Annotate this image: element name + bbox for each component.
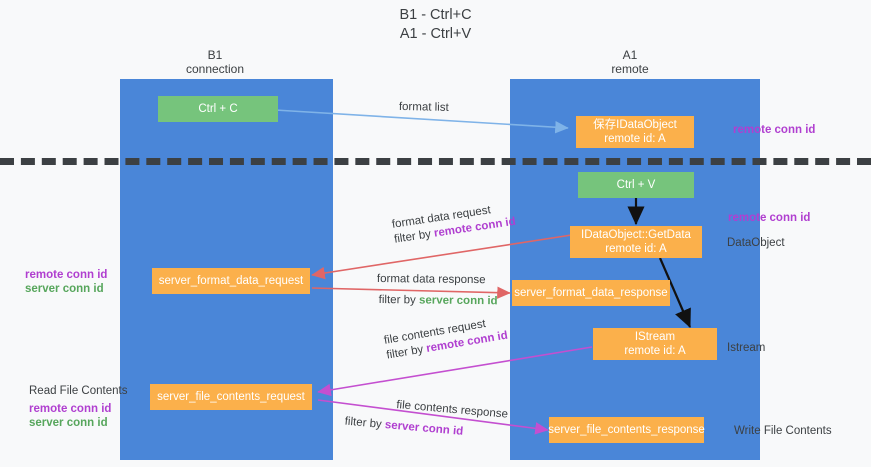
label-right-write-file-contents: Write File Contents: [734, 425, 832, 437]
label-right-dataobject: DataObject: [727, 237, 785, 249]
edge-label-format-data-response-text: format data response: [376, 272, 486, 287]
edge-format-data-response: [311, 286, 511, 299]
node-istream[interactable]: IStream remote id: A: [593, 328, 717, 360]
label-right-remote-conn-id-mid: remote conn id: [728, 212, 811, 224]
label-left-server-conn-id-2: server conn id: [29, 417, 108, 429]
label-left-remote-conn-id-2: remote conn id: [29, 403, 112, 415]
edge-getdata-to-istream: [658, 257, 692, 329]
divider-dashed: [0, 158, 871, 165]
node-server-format-data-request[interactable]: server_format_data_request: [152, 268, 310, 294]
column-header-left: B1 connection: [185, 48, 245, 76]
label-left-server-conn-id: server conn id: [25, 283, 104, 295]
node-server-file-contents-response[interactable]: server_file_contents_response: [548, 417, 705, 443]
node-idataobject-getdata[interactable]: IDataObject::GetData remote id: A: [570, 226, 702, 258]
edge-file-contents-request: [317, 346, 593, 397]
filter-key-server-conn-id: server conn id: [418, 294, 498, 308]
label-left-read-file-contents: Read File Contents: [29, 385, 128, 397]
edge-label-format-data-response: format data response filter by server co…: [377, 272, 498, 309]
edge-file-contents-response: [317, 399, 549, 435]
node-save-idataobject[interactable]: 保存IDataObject remote id: A: [576, 116, 694, 148]
node-server-format-data-response[interactable]: server_format_data_response: [512, 280, 670, 306]
page-title: B1 - Ctrl+C A1 - Ctrl+V: [399, 7, 472, 42]
edge-label-format-list: format list: [398, 100, 449, 114]
edge-format-data-request: [311, 233, 579, 280]
column-header-right: A1 remote: [611, 48, 649, 76]
node-ctrl-v[interactable]: Ctrl + V: [578, 172, 694, 198]
label-right-remote-conn-id-top: remote conn id: [733, 124, 816, 136]
node-ctrl-c[interactable]: Ctrl + C: [158, 96, 278, 122]
edge-format-list: [274, 109, 569, 134]
edge-label-format-data-response-filter: filter by server conn id: [378, 294, 498, 308]
node-server-file-contents-request[interactable]: server_file_contents_request: [150, 384, 312, 410]
label-left-remote-conn-id: remote conn id: [25, 269, 108, 281]
label-right-istream: Istream: [727, 342, 766, 354]
